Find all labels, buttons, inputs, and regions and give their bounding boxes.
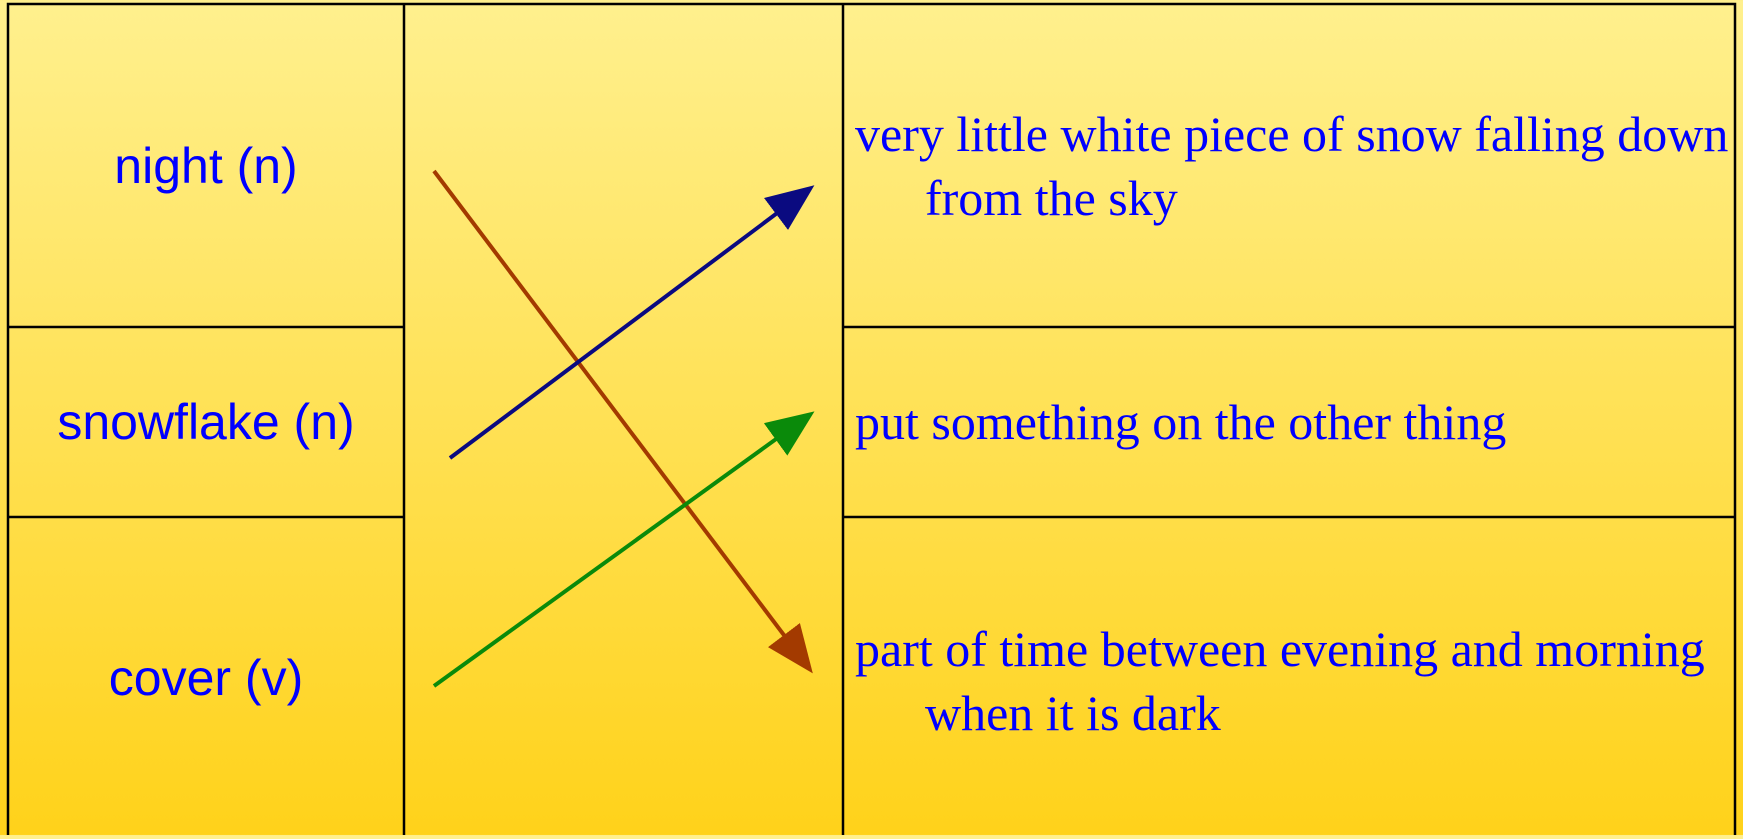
term-cell-cover: cover (v) xyxy=(8,517,404,839)
term-cell-night: night (n) xyxy=(8,4,404,327)
definition-cell-cover: put something on the other thing xyxy=(0,327,1743,517)
definition-cell-night: part of time between evening and morning… xyxy=(0,517,1743,839)
term-label: night (n) xyxy=(114,137,298,194)
definition-text: put something on the other thing xyxy=(855,394,1507,450)
outer-border xyxy=(6,2,1737,835)
definition-text: part of time between evening and morning… xyxy=(855,621,1705,741)
match-arrow-cover xyxy=(432,411,815,688)
match-arrow-night xyxy=(432,169,813,674)
definition-text: very little white piece of snow falling … xyxy=(855,105,1729,226)
term-label: cover (v) xyxy=(108,650,304,706)
definition-cell-snowflake: very little white piece of snow falling … xyxy=(0,4,1743,327)
term-cell-snowflake: snowflake (n) xyxy=(8,327,404,517)
term-label: snowflake (n) xyxy=(57,394,355,450)
match-arrow-snowflake xyxy=(448,185,815,460)
